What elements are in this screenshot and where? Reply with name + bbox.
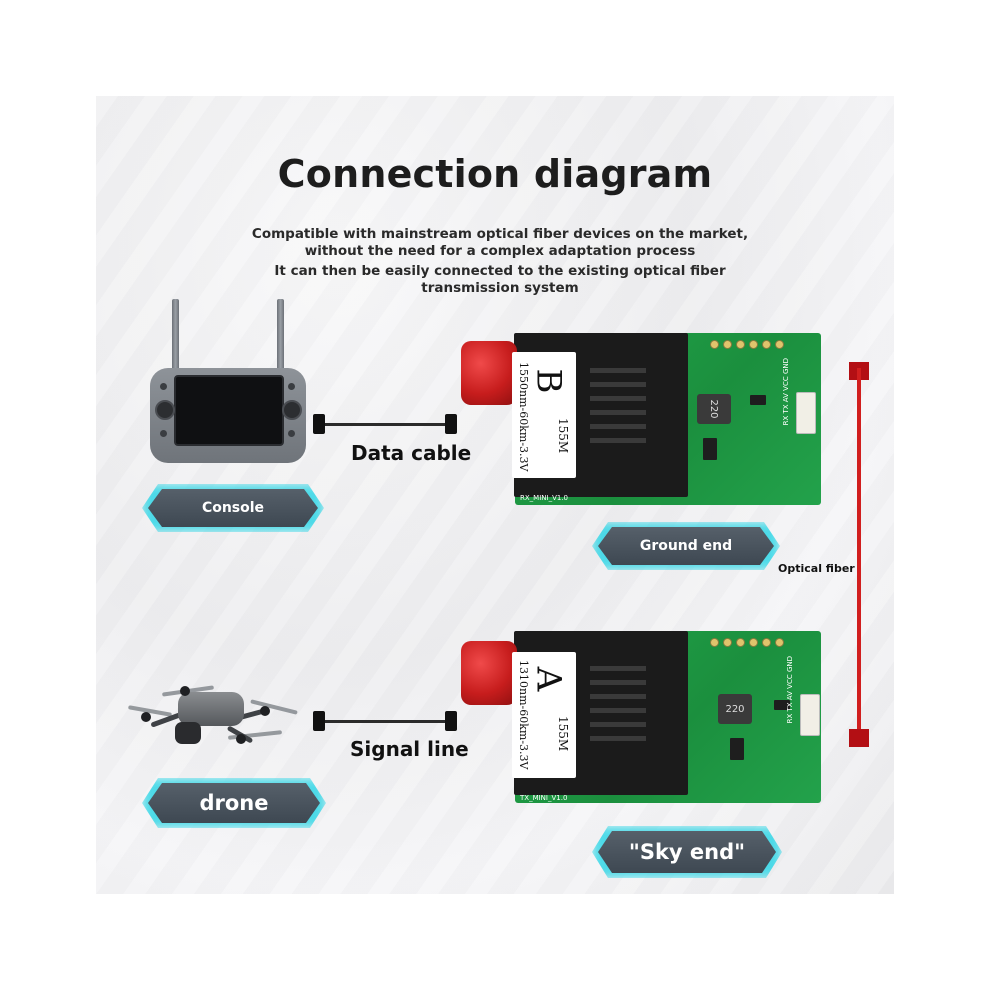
subtitle-line-1: Compatible with mainstream optical fiber… [251,226,749,259]
drone-pill: drone [148,783,320,823]
sky-end-pill: "Sky end" [598,831,776,873]
antenna-right [277,299,284,383]
drone-body [178,692,244,726]
module-b-sticker [512,352,576,478]
signal-line-label: Signal line [350,737,469,761]
console-pill: Console [148,489,318,527]
right-stick [282,400,302,420]
console-screen [174,375,284,446]
page-title: Connection diagram [277,152,713,196]
module-a-board-text: TX_MINI_V1.0 [520,794,568,802]
data-cable-label: Data cable [351,441,472,465]
module-b-pin-header [796,392,816,434]
module-a-sticker [512,652,576,778]
antenna-left [172,299,179,383]
module-b-speed: 155M [556,418,570,454]
module-a-letter: A [528,666,569,692]
module-b-board-text: RX_MINI_V1.0 [520,494,568,502]
module-b-spec: 1550nm-60km-3.3V [517,362,530,472]
module-b-letter: B [528,368,569,394]
module-a-inductor: 220 [718,694,752,724]
console-label: Console [201,500,265,516]
module-b-red-connector [461,341,517,405]
left-stick [155,400,175,420]
module-a-pin-labels: RX TX AV VCC GND [786,656,794,724]
module-a-speed: 155M [556,716,570,752]
ground-end-label: Ground end [639,538,733,554]
module-b-pin-labels: RX TX AV VCC GND [782,358,790,426]
drone-label: drone [199,791,269,815]
module-b-inductor: 220 [697,394,731,424]
subtitle-line-2: It can then be easily connected to the e… [274,263,726,296]
drone-camera [175,722,201,744]
module-a-spec: 1310nm-60km-3.3V [517,660,530,770]
module-a-red-connector [461,641,517,705]
module-a-pin-header [800,694,820,736]
ground-end-pill: Ground end [598,527,774,565]
sky-end-label: "Sky end" [628,840,746,864]
optical-fiber-label: Optical fiber [778,562,855,575]
